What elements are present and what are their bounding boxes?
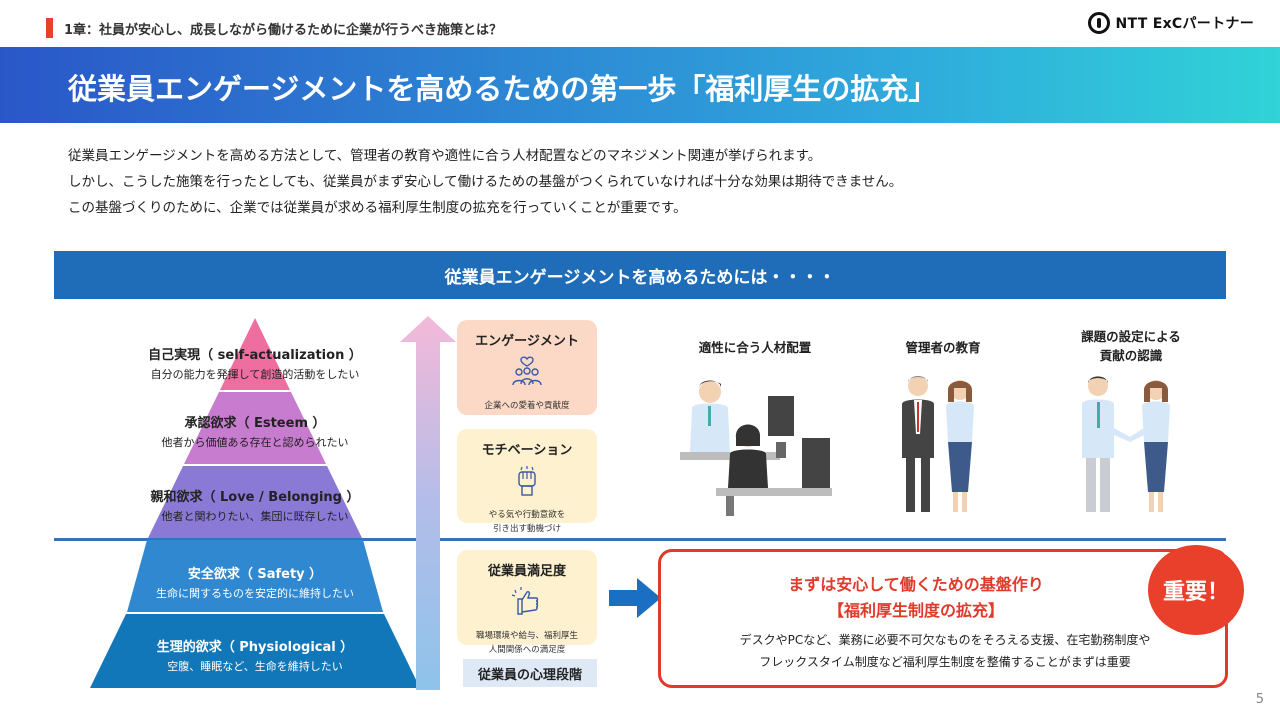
intro-line-3: この基盤づくりのために、企業では従業員が求める福利厚生制度の拡充を行っていくこと… <box>68 200 687 216</box>
caption-placement: 適性に合う人材配置 <box>698 340 812 355</box>
pyramid-level-safety: 安全欲求（ Safety ） 生命に関するものを安定的に維持したい <box>156 567 354 600</box>
intro-text: 従業員エンゲージメントを高める方法として、管理者の教育や適性に合う人材配置などの… <box>68 143 902 221</box>
pyramid-tier-1 <box>220 318 290 390</box>
stage-engagement-desc: 企業への愛着や貢献度 <box>484 401 570 411</box>
pyramid-level-belonging: 親和欲求（ Love / Belonging ） 他者と関わりたい、集団に既存し… <box>150 490 360 523</box>
stage-motivation-title: モチベーション <box>481 443 573 458</box>
stage-satisfaction-title: 従業員満足度 <box>487 564 566 579</box>
psychological-stage-label: 従業員の心理段階 <box>463 659 597 687</box>
important-badge: 重要！ <box>1148 545 1244 635</box>
pyramid-level-physiological: 生理的欲求（ Physiological ） 空腹、睡眠など、生命を維持したい <box>156 640 354 673</box>
intro-line-2: しかし、こうした施策を行ったとしても、従業員がまず安心して働けるための基盤がつく… <box>68 174 903 190</box>
chapter-marker <box>46 18 53 38</box>
manager-education-illustration <box>902 376 974 512</box>
section-header: 従業員エンゲージメントを高めるためには・・・・ <box>54 251 1226 299</box>
thumbs-up-icon <box>511 587 539 615</box>
stage-engagement-card: エンゲージメント 企業への愛着や貢献度 <box>457 320 597 415</box>
company-logo: NTT ExCパートナー <box>1087 12 1254 34</box>
page-number: 5 <box>1255 692 1264 707</box>
callout-body: デスクやPCなど、業務に必要不可欠なものをそろえる支援、在宅勤務制度や フレック… <box>739 633 1151 669</box>
intro-line-1: 従業員エンゲージメントを高める方法として、管理者の教育や適性に合う人材配置などの… <box>68 148 822 164</box>
stage-satisfaction-desc: 職場環境や給与、福利厚生 人間関係への満足度 <box>475 631 578 655</box>
caption-task-recognition: 課題の設定による 貢献の認識 <box>1081 329 1181 363</box>
pyramid-tier-2 <box>184 392 326 464</box>
fist-icon <box>518 466 536 496</box>
callout-title: まずは安心して働くための基盤作り <box>788 575 1044 594</box>
pyramid-level-esteem: 承認欲求（ Esteem ） 他者から価値ある存在と認められたい <box>161 416 349 449</box>
callout-subtitle: 【福利厚生制度の拡充】 <box>827 601 1004 620</box>
pyramid-level-self-actualization: 自己実現（ self-actualization ） 自分の能力を発揮して創造的… <box>148 348 362 381</box>
foundation-divider <box>54 538 1226 541</box>
up-arrow-icon <box>400 316 456 690</box>
stage-engagement-title: エンゲージメント <box>475 334 579 349</box>
pyramid-tier-3 <box>148 466 362 538</box>
right-arrow-icon <box>609 578 661 618</box>
logo-text: NTT ExCパートナー <box>1115 16 1254 32</box>
ntt-logo-icon <box>1087 12 1110 34</box>
stage-satisfaction-card: 従業員満足度 職場環境や給与、福利厚生 人間関係への満足度 <box>457 550 597 655</box>
foundation-callout: まずは安心して働くための基盤作り 【福利厚生制度の拡充】 デスクやPCなど、業務… <box>658 549 1228 688</box>
handshake-illustration <box>1082 376 1170 512</box>
title-band: 従業員エンゲージメントを高めるための第一歩「福利厚生の拡充」 <box>0 47 1280 123</box>
office-workers-illustration <box>680 380 832 516</box>
pyramid-tier-4 <box>127 540 383 612</box>
chapter-label: 1章：社員が安心し、成長しながら働けるために企業が行うべき施策とは？ <box>64 23 503 38</box>
caption-manager-education: 管理者の教育 <box>905 340 981 355</box>
pyramid-tier-5 <box>90 614 420 688</box>
page-title: 従業員エンゲージメントを高めるための第一歩「福利厚生の拡充」 <box>68 72 938 106</box>
pyramid-shape <box>90 318 420 688</box>
stage-motivation-desc: やる気や行動意欲を 引き出す動機づけ <box>488 510 566 534</box>
maslow-pyramid: 自己実現（ self-actualization ） 自分の能力を発揮して創造的… <box>90 318 420 690</box>
team-heart-icon <box>512 356 542 386</box>
stage-motivation-card: モチベーション やる気や行動意欲を 引き出す動機づけ <box>457 429 597 534</box>
